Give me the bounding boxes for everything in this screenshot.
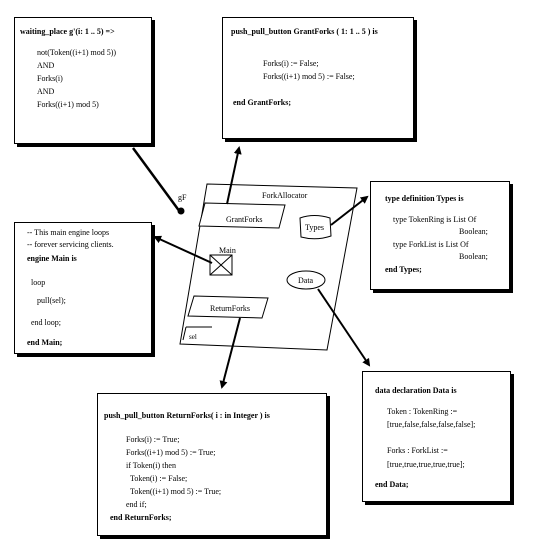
grant-forks-line: Forks((i+1) mod 5) := False; xyxy=(263,72,355,81)
fork-allocator-component xyxy=(179,183,358,351)
sel-label: sel xyxy=(189,333,197,341)
main-cross-b xyxy=(209,254,233,276)
types-definition-box: type definition Types is type TokenRing … xyxy=(370,181,510,290)
return-forks-box: push_pull_button ReturnForks( i : in Int… xyxy=(97,393,327,536)
grant-forks-flag xyxy=(198,202,286,229)
return-forks-line: Token((i+1) mod 5) := True; xyxy=(130,487,222,496)
main-engine-line: loop xyxy=(31,278,46,287)
grant-forks-footer: end GrantForks; xyxy=(233,98,291,107)
data-label: Data xyxy=(298,276,314,285)
main-engine-comment: -- forever servicing clients. xyxy=(27,240,114,249)
waiting-place-header: waiting_place g'(i: 1 .. 5) => xyxy=(20,27,115,36)
data-arrow xyxy=(317,288,371,367)
main-engine-comment: -- This main engine loops xyxy=(27,228,110,237)
waiting-place-line: AND xyxy=(37,61,55,70)
main-arrow xyxy=(153,235,213,264)
return-forks-label: ReturnForks xyxy=(210,304,250,313)
types-footer: end Types; xyxy=(385,265,422,274)
data-header: data declaration Data is xyxy=(375,386,457,395)
types-line: type TokenRing is List Of xyxy=(393,215,477,224)
types-header: type definition Types is xyxy=(385,194,464,203)
return-forks-line: Forks((i+1) mod 5) := True; xyxy=(126,448,216,457)
return-forks-flag xyxy=(187,295,269,319)
return-forks-footer: end ReturnForks; xyxy=(110,513,172,522)
types-label: Types xyxy=(305,223,324,232)
return-arrow xyxy=(219,317,241,389)
main-engine-line: pull(sel); xyxy=(37,296,66,305)
data-symbol xyxy=(286,270,326,290)
return-forks-line: Forks(i) := True; xyxy=(126,435,180,444)
return-forks-line: Token(i) := False; xyxy=(130,474,188,483)
data-declaration-box: data declaration Data is Token : TokenRi… xyxy=(362,371,511,502)
data-line: Token : TokenRing := xyxy=(387,407,458,416)
waiting-place-line: Forks((i+1) mod 5) xyxy=(37,100,99,109)
waiting-place-line: Forks(i) xyxy=(37,74,63,83)
waiting-place-line: not(Token((i+1) mod 5)) xyxy=(37,48,117,57)
types-arrow xyxy=(330,195,369,226)
main-engine-definition-box: -- This main engine loops -- forever ser… xyxy=(14,222,152,354)
sel-line-side xyxy=(182,326,187,341)
grant-arrow xyxy=(226,146,242,205)
types-line: type ForkList is List Of xyxy=(393,240,469,249)
return-forks-header: push_pull_button ReturnForks( i : in Int… xyxy=(104,411,270,420)
return-forks-line: if Token(i) then xyxy=(126,461,176,470)
data-line: [true,true,true,true,true]; xyxy=(387,460,465,469)
grant-forks-line: Forks(i) := False; xyxy=(263,59,319,68)
waiting-place-line: AND xyxy=(37,87,55,96)
grant-forks-label: GrantForks xyxy=(226,215,262,224)
grant-forks-header: push_pull_button GrantForks ( 1: 1 .. 5 … xyxy=(231,27,378,36)
gf-dot xyxy=(177,207,185,215)
main-label: Main xyxy=(219,246,236,255)
grant-forks-box: push_pull_button GrantForks ( 1: 1 .. 5 … xyxy=(222,17,414,139)
main-engine-header: engine Main is xyxy=(27,254,77,263)
data-footer: end Data; xyxy=(375,480,409,489)
fork-allocator-title: ForkAllocator xyxy=(262,191,308,200)
wp-connector xyxy=(131,147,182,213)
waiting-place-box: waiting_place g'(i: 1 .. 5) => not(Token… xyxy=(14,17,152,144)
types-line: Boolean; xyxy=(459,252,488,261)
data-line: Forks : ForkList := xyxy=(387,446,448,455)
gf-label: gF xyxy=(178,193,187,202)
data-line: [true,false,false,false,false]; xyxy=(387,420,476,429)
types-line: Boolean; xyxy=(459,227,488,236)
return-forks-line: end if; xyxy=(126,500,147,509)
main-engine-footer: end Main; xyxy=(27,338,63,347)
types-symbol xyxy=(299,215,332,240)
main-engine-line: end loop; xyxy=(31,318,61,327)
